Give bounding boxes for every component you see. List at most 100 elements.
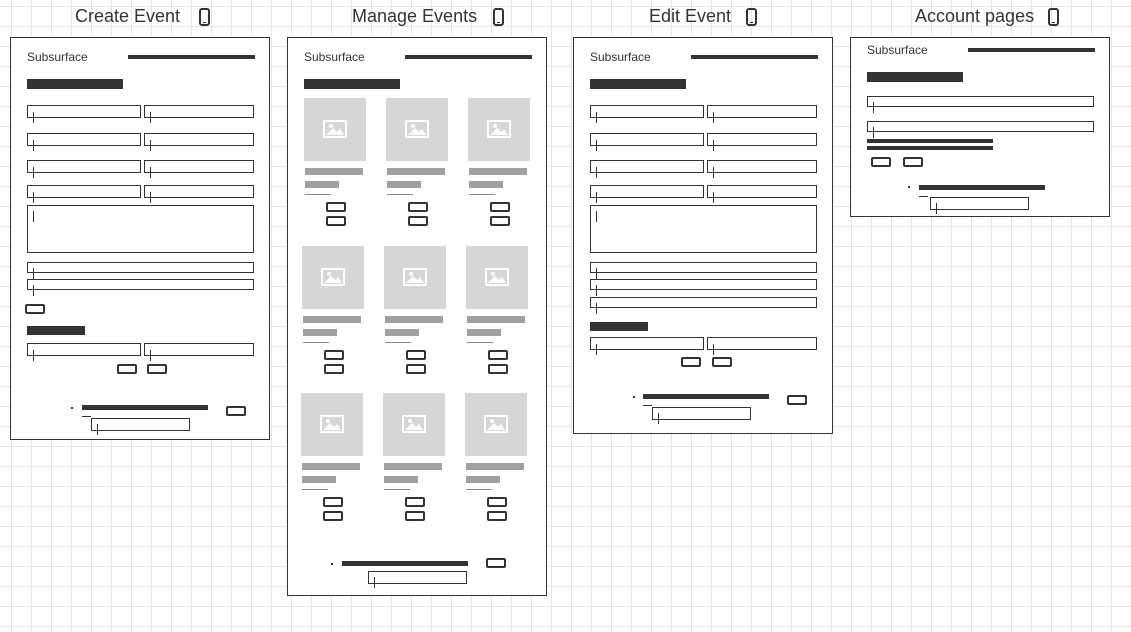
text-input[interactable] bbox=[144, 185, 254, 203]
footer-input[interactable] bbox=[368, 571, 467, 588]
event-meta-line bbox=[303, 342, 329, 343]
event-action-button[interactable] bbox=[408, 202, 428, 212]
phone-icon bbox=[746, 8, 757, 26]
text-input[interactable] bbox=[144, 133, 254, 151]
event-action-button[interactable] bbox=[324, 350, 344, 360]
event-action-button[interactable] bbox=[406, 364, 426, 374]
text-input[interactable] bbox=[27, 133, 141, 151]
text-input[interactable] bbox=[590, 160, 704, 178]
text-input[interactable] bbox=[707, 160, 817, 178]
text-input[interactable] bbox=[707, 105, 817, 123]
event-image-placeholder bbox=[468, 98, 530, 161]
small-button[interactable] bbox=[117, 364, 137, 374]
text-input[interactable] bbox=[144, 343, 254, 361]
small-button[interactable] bbox=[903, 157, 923, 167]
nav-bar-placeholder[interactable] bbox=[691, 55, 818, 59]
text-input[interactable] bbox=[590, 105, 704, 123]
footer-button[interactable] bbox=[486, 558, 506, 568]
section-heading-placeholder bbox=[27, 326, 85, 335]
text-input[interactable] bbox=[27, 160, 141, 178]
text-input-wide[interactable] bbox=[590, 262, 817, 279]
brand-logo: Subsurface bbox=[867, 43, 928, 57]
text-input-wide[interactable] bbox=[27, 279, 254, 296]
text-input[interactable] bbox=[144, 105, 254, 123]
event-action-button[interactable] bbox=[326, 216, 346, 226]
screen-title-create-event: Create Event bbox=[75, 6, 181, 26]
event-subtitle-placeholder bbox=[384, 476, 418, 483]
footer-bullet bbox=[908, 186, 910, 188]
nav-bar-placeholder[interactable] bbox=[968, 48, 1095, 52]
description-textarea[interactable] bbox=[27, 205, 254, 253]
text-input[interactable] bbox=[707, 337, 817, 355]
event-action-button[interactable] bbox=[408, 216, 428, 226]
footer-bullet bbox=[331, 563, 333, 565]
create-event-frame: Subsurface bbox=[10, 37, 270, 440]
heading-placeholder bbox=[304, 79, 400, 89]
text-input-wide[interactable] bbox=[590, 297, 817, 314]
event-image-placeholder bbox=[465, 393, 527, 456]
image-icon bbox=[323, 120, 347, 138]
text-input[interactable] bbox=[27, 105, 141, 123]
event-action-button[interactable] bbox=[490, 216, 510, 226]
text-input[interactable] bbox=[27, 343, 141, 361]
event-meta-line bbox=[467, 342, 493, 343]
event-title-placeholder bbox=[387, 168, 445, 175]
event-action-button[interactable] bbox=[488, 364, 508, 374]
event-action-button[interactable] bbox=[487, 511, 507, 521]
footer-button[interactable] bbox=[226, 406, 246, 416]
event-action-button[interactable] bbox=[490, 202, 510, 212]
nav-bar-placeholder[interactable] bbox=[405, 55, 532, 59]
footer-input[interactable] bbox=[91, 418, 190, 435]
event-action-button[interactable] bbox=[405, 497, 425, 507]
text-input-wide[interactable] bbox=[27, 262, 254, 279]
event-action-button[interactable] bbox=[323, 497, 343, 507]
text-input-wide[interactable] bbox=[867, 121, 1094, 138]
event-subtitle-placeholder bbox=[469, 181, 503, 188]
image-icon bbox=[484, 415, 508, 433]
text-input[interactable] bbox=[590, 133, 704, 151]
text-input[interactable] bbox=[707, 185, 817, 203]
footer-input[interactable] bbox=[652, 407, 751, 424]
text-input[interactable] bbox=[707, 133, 817, 151]
event-image-placeholder bbox=[302, 246, 364, 309]
footer-input[interactable] bbox=[930, 197, 1029, 214]
event-title-placeholder bbox=[384, 463, 442, 470]
footer-text-placeholder bbox=[82, 405, 208, 410]
small-button[interactable] bbox=[871, 157, 891, 167]
event-meta-line bbox=[302, 489, 328, 490]
nav-bar-placeholder[interactable] bbox=[128, 55, 255, 59]
manage-events-frame: Subsurface bbox=[287, 37, 547, 596]
footer-button[interactable] bbox=[787, 395, 807, 405]
event-action-button[interactable] bbox=[487, 497, 507, 507]
brand-logo: Subsurface bbox=[27, 50, 88, 64]
brand-logo: Subsurface bbox=[590, 50, 651, 64]
event-subtitle-placeholder bbox=[466, 476, 500, 483]
event-action-button[interactable] bbox=[405, 511, 425, 521]
text-input[interactable] bbox=[590, 185, 704, 203]
event-action-button[interactable] bbox=[488, 350, 508, 360]
text-input[interactable] bbox=[590, 337, 704, 355]
event-action-button[interactable] bbox=[326, 202, 346, 212]
small-button[interactable] bbox=[25, 304, 45, 314]
event-action-button[interactable] bbox=[406, 350, 426, 360]
event-title-placeholder bbox=[466, 463, 524, 470]
event-meta-line bbox=[305, 194, 331, 195]
event-image-placeholder bbox=[386, 98, 448, 161]
text-input-wide[interactable] bbox=[590, 279, 817, 296]
text-input[interactable] bbox=[27, 185, 141, 203]
phone-icon bbox=[493, 8, 504, 26]
event-subtitle-placeholder bbox=[305, 181, 339, 188]
description-textarea[interactable] bbox=[590, 205, 817, 253]
text-input[interactable] bbox=[144, 160, 254, 178]
event-action-button[interactable] bbox=[324, 364, 344, 374]
text-input-wide[interactable] bbox=[867, 96, 1094, 113]
small-button[interactable] bbox=[147, 364, 167, 374]
event-title-placeholder bbox=[467, 316, 525, 323]
small-button[interactable] bbox=[681, 357, 701, 367]
small-button[interactable] bbox=[712, 357, 732, 367]
heading-placeholder bbox=[590, 79, 686, 89]
event-meta-line bbox=[384, 489, 410, 490]
footer-line bbox=[919, 196, 928, 197]
event-action-button[interactable] bbox=[323, 511, 343, 521]
section-heading-placeholder bbox=[590, 322, 648, 331]
